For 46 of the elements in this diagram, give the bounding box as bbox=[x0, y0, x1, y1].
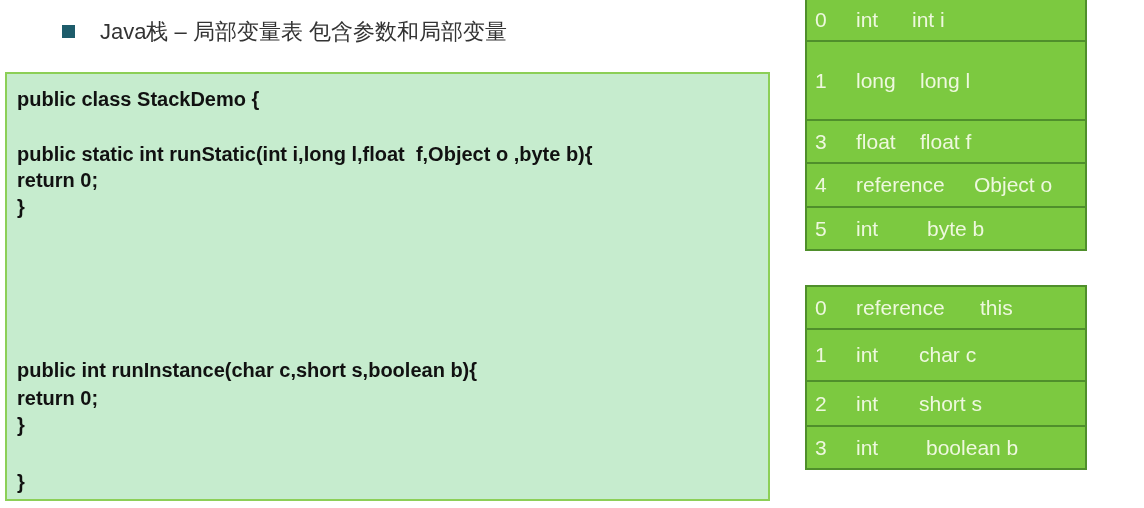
slot-index: 5 bbox=[815, 216, 827, 242]
variable-slot-row bbox=[805, 206, 1087, 251]
slot-index: 0 bbox=[815, 295, 827, 321]
slot-type: int bbox=[856, 216, 879, 242]
slot-index: 1 bbox=[815, 68, 827, 94]
slot-type: int bbox=[856, 435, 879, 461]
code-line: public class StackDemo { bbox=[17, 87, 260, 112]
slot-index: 4 bbox=[815, 172, 827, 198]
slot-type: int bbox=[856, 7, 879, 33]
variable-name: Object o bbox=[974, 172, 1053, 198]
code-panel bbox=[5, 72, 770, 501]
variable-slot-row bbox=[805, 285, 1087, 330]
variable-slot-row bbox=[805, 162, 1087, 208]
variable-slot-row bbox=[805, 40, 1087, 121]
variable-slot-row bbox=[805, 328, 1087, 382]
slot-index: 3 bbox=[815, 435, 827, 461]
variable-slot-row bbox=[805, 0, 1087, 42]
variable-slot-row bbox=[805, 425, 1087, 470]
variable-name: boolean b bbox=[926, 435, 1019, 461]
slot-index: 3 bbox=[815, 129, 827, 155]
slot-type: long bbox=[856, 68, 896, 94]
variable-name: int i bbox=[912, 7, 945, 33]
slot-type: reference bbox=[856, 295, 945, 321]
code-line: return 0; bbox=[17, 386, 99, 411]
slot-type: int bbox=[856, 391, 879, 417]
variable-slot-row bbox=[805, 380, 1087, 427]
code-line: return 0; bbox=[17, 168, 99, 193]
code-line: public static int runStatic(int i,long l,float f,Object o ,byte b){ bbox=[17, 142, 593, 167]
variable-name: this bbox=[980, 295, 1013, 321]
slide-title: Java栈 – 局部变量表 包含参数和局部变量 bbox=[100, 19, 508, 45]
code-line: public int runInstance(char c,short s,boolean b){ bbox=[17, 358, 478, 383]
slot-type: int bbox=[856, 342, 879, 368]
variable-name: short s bbox=[919, 391, 983, 417]
slot-index: 2 bbox=[815, 391, 827, 417]
slot-type: reference bbox=[856, 172, 945, 198]
variable-slot-row bbox=[805, 119, 1087, 164]
slot-index: 0 bbox=[815, 7, 827, 33]
slot-type: float bbox=[856, 129, 896, 155]
code-line: } bbox=[17, 470, 25, 495]
slot-index: 1 bbox=[815, 342, 827, 368]
code-line: } bbox=[17, 195, 25, 220]
variable-name: long l bbox=[920, 68, 971, 94]
variable-name: float f bbox=[920, 129, 972, 155]
variable-name: char c bbox=[919, 342, 977, 368]
code-line: } bbox=[17, 413, 25, 438]
variable-name: byte b bbox=[927, 216, 985, 242]
